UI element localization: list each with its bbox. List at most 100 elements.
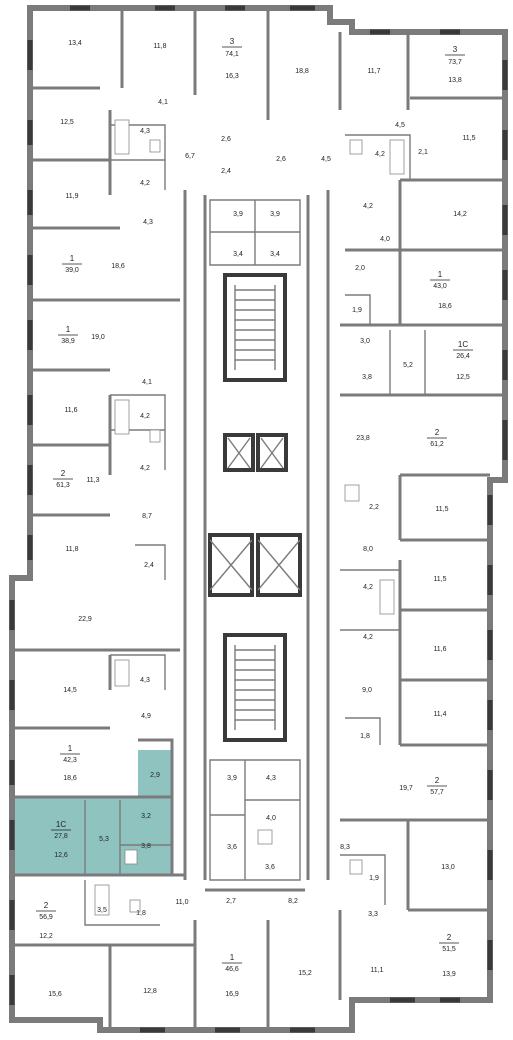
svg-text:38,9: 38,9 — [61, 338, 75, 345]
room-area: 4,2 — [140, 180, 150, 187]
room-area: 4,0 — [266, 815, 276, 822]
room-area: 18,6 — [438, 303, 452, 310]
apartment-marker[interactable]: 2 51,5 — [439, 933, 459, 953]
room-area: 2,9 — [150, 772, 160, 779]
apartment-marker[interactable]: 2 61,3 — [53, 469, 73, 489]
apartment-marker[interactable]: 1 38,9 — [58, 325, 78, 345]
windows — [9, 5, 508, 1033]
room-area: 1,9 — [369, 875, 379, 882]
room-area: 3,0 — [360, 338, 370, 345]
apartment-marker[interactable]: 1 43,0 — [430, 270, 450, 290]
svg-text:43,0: 43,0 — [433, 283, 447, 290]
room-area: 4,3 — [143, 219, 153, 226]
apartment-marker[interactable]: 3 73,7 — [445, 45, 465, 66]
room-area: 23,8 — [356, 435, 370, 442]
room-area: 4,9 — [141, 713, 151, 720]
room-area: 11,4 — [433, 711, 446, 718]
room-area: 4,3 — [140, 677, 150, 684]
room-area: 13,4 — [68, 40, 82, 47]
svg-text:2: 2 — [447, 933, 452, 942]
svg-text:3: 3 — [230, 37, 235, 46]
room-area: 5,3 — [99, 836, 109, 843]
svg-text:27,8: 27,8 — [54, 833, 68, 840]
room-area: 3,9 — [227, 775, 237, 782]
highlighted-apartment[interactable] — [12, 750, 172, 875]
room-area: 11,8 — [65, 546, 78, 553]
room-area: 2,1 — [418, 149, 428, 156]
room-area: 11,6 — [64, 407, 77, 414]
apartment-marker[interactable]: 2 57,7 — [427, 776, 447, 796]
svg-text:1: 1 — [70, 254, 75, 263]
room-area: 11,1 — [370, 967, 383, 974]
apartment-marker[interactable]: 2 56,9 — [36, 901, 56, 921]
room-area: 4,1 — [142, 379, 152, 386]
room-area: 19,0 — [91, 334, 105, 341]
apartment-marker[interactable]: 1 46,6 — [222, 953, 242, 973]
apartment-marker[interactable]: 1 39,0 — [62, 254, 82, 274]
room-area: 8,2 — [288, 898, 298, 905]
room-area: 4,2 — [363, 584, 373, 591]
left-wing-partitions — [12, 8, 270, 1030]
room-area: 13,8 — [448, 77, 462, 84]
apartment-marker-highlighted[interactable]: 1С 27,8 — [51, 820, 71, 840]
svg-text:3: 3 — [453, 45, 458, 54]
room-area: 3,8 — [141, 843, 151, 850]
highlight-fill-hall — [138, 750, 172, 800]
room-area: 5,2 — [403, 362, 413, 369]
room-area: 2,0 — [355, 265, 365, 272]
svg-text:26,4: 26,4 — [456, 353, 470, 360]
svg-text:2: 2 — [61, 469, 66, 478]
svg-text:1: 1 — [68, 744, 73, 753]
room-area: 12,6 — [54, 852, 68, 859]
apartment-marker[interactable]: 2 61,2 — [427, 428, 447, 448]
room-area: 3,6 — [265, 864, 275, 871]
room-area: 11,0 — [175, 899, 188, 906]
room-area: 16,3 — [225, 73, 239, 80]
svg-text:46,6: 46,6 — [225, 966, 239, 973]
room-area: 4,5 — [321, 156, 331, 163]
room-area: 11,3 — [86, 477, 99, 484]
room-area: 1,9 — [352, 307, 362, 314]
highlight-fill-main — [12, 797, 172, 875]
room-area: 3,9 — [270, 211, 280, 218]
room-area: 18,8 — [295, 68, 309, 75]
svg-text:2: 2 — [435, 776, 440, 785]
svg-text:1: 1 — [66, 325, 71, 334]
apartment-marker[interactable]: 1 42,3 — [60, 744, 80, 764]
room-area: 3,6 — [227, 844, 237, 851]
room-area: 16,9 — [225, 991, 239, 998]
room-area: 14,5 — [63, 687, 77, 694]
fixtures — [94, 119, 405, 916]
svg-text:39,0: 39,0 — [65, 267, 79, 274]
room-area: 3,4 — [270, 251, 280, 258]
apartment-marker[interactable]: 1С 26,4 — [453, 340, 473, 360]
room-area: 11,8 — [153, 43, 166, 50]
room-area: 2,6 — [221, 136, 231, 143]
svg-text:2: 2 — [435, 428, 440, 437]
room-area: 8,3 — [340, 844, 350, 851]
room-area: 12,5 — [456, 374, 470, 381]
svg-text:57,7: 57,7 — [430, 789, 444, 796]
room-area: 2,6 — [276, 156, 286, 163]
room-area: 12,5 — [60, 119, 74, 126]
room-area: 9,0 — [362, 687, 372, 694]
room-area: 19,7 — [399, 785, 413, 792]
svg-text:73,7: 73,7 — [448, 59, 462, 66]
apartment-markers: 3 74,1 3 73,7 1 39,0 1 43,0 1 38,9 1С 26… — [36, 37, 473, 973]
svg-text:56,9: 56,9 — [39, 914, 53, 921]
room-area: 11,5 — [462, 135, 475, 142]
building-core — [208, 273, 302, 742]
room-area: 12,2 — [39, 933, 53, 940]
room-area: 8,0 — [363, 546, 373, 553]
room-area: 3,4 — [233, 251, 243, 258]
room-area: 4,2 — [140, 413, 150, 420]
room-area: 2,2 — [369, 504, 379, 511]
room-area: 18,6 — [63, 775, 77, 782]
room-area: 4,2 — [363, 634, 373, 641]
svg-text:1: 1 — [438, 270, 443, 279]
room-area: 15,2 — [298, 970, 312, 977]
room-area: 4,2 — [140, 465, 150, 472]
room-area: 6,7 — [185, 153, 195, 160]
apartment-marker[interactable]: 3 74,1 — [222, 37, 242, 58]
